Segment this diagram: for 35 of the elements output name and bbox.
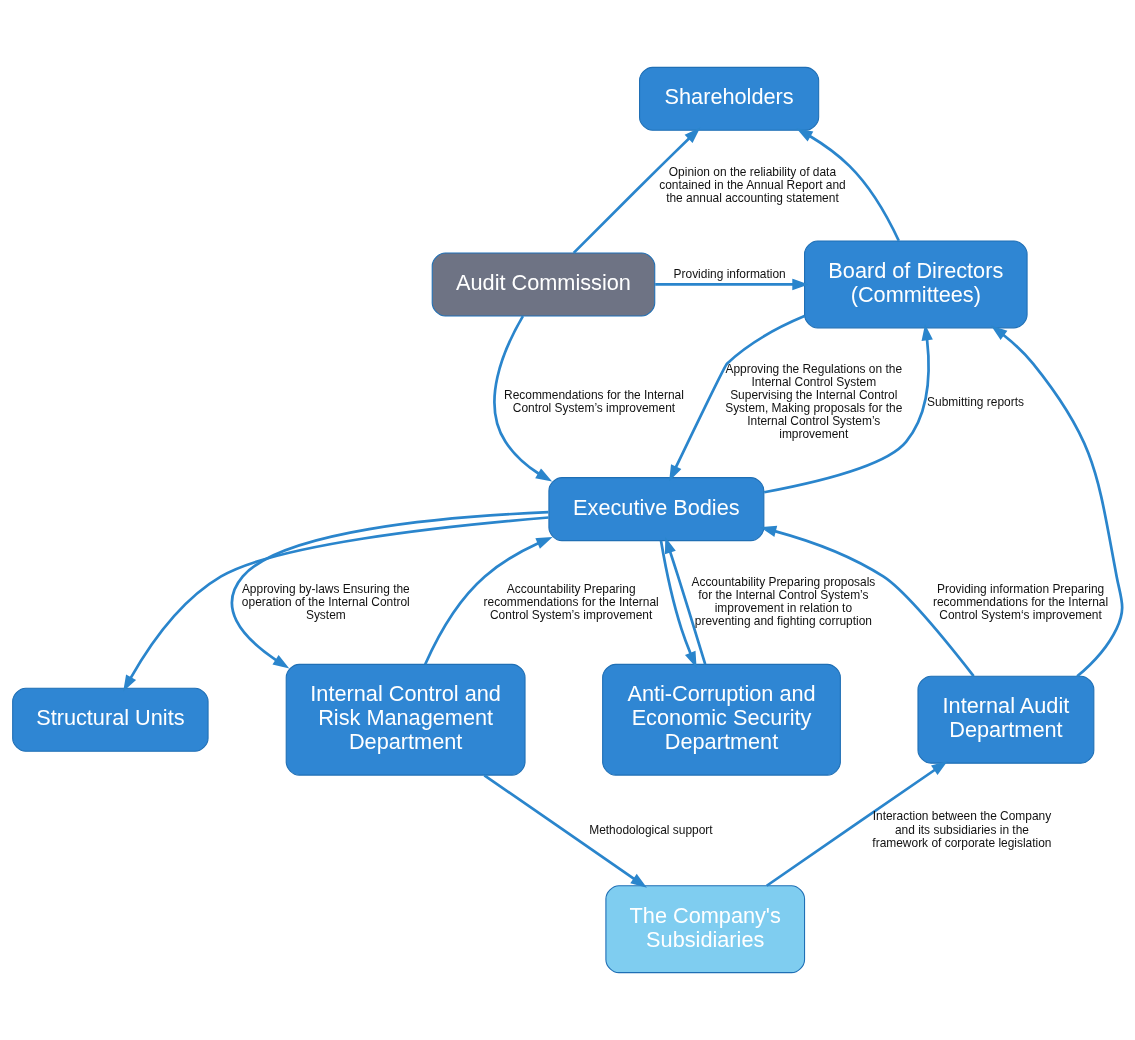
edge-label: Methodological support	[589, 822, 713, 837]
node-box: Shareholders	[639, 66, 820, 131]
edge-label: Recommendations for the Internal Control System’s improvement	[504, 388, 684, 416]
arrow	[424, 537, 553, 665]
edge-label: Approving the Regulations on the Internal Control System Supervising the Internal Control System, Making proposals for the Internal Control System’s improvement	[725, 362, 903, 442]
arrow	[760, 525, 975, 677]
node-box: The Company's Subsidiaries	[605, 885, 806, 974]
arrow	[123, 516, 549, 692]
edge-label: Accountability Preparing recommendations for the Internal Control System’s improvement	[483, 581, 659, 622]
node-box: Executive Bodies	[548, 477, 765, 542]
node-box: Internal Control and Risk Management Department	[285, 663, 526, 776]
arrow	[763, 324, 933, 494]
arrow	[572, 127, 701, 254]
edge-label: Interaction between the Company and its subsidiaries in the framework of corporate legislation	[872, 809, 1052, 850]
edge-label: Opinion on the reliability of data contained in the Annual Report and the annual accounting statement	[659, 164, 846, 205]
arrow	[659, 540, 697, 668]
arrow	[493, 315, 553, 482]
arrow	[230, 510, 549, 669]
node-box: Audit Commission	[431, 252, 656, 317]
arrow	[990, 325, 1124, 678]
edge-label: Accountability Preparing proposals for the Internal Control System’s improvement in relation to preventing and fighting corruption	[691, 575, 876, 629]
arrow	[765, 760, 948, 887]
node-box: Structural Units	[12, 687, 209, 752]
edge-label: Providing information Preparing recommendations for the Internal Control System‘s improvement	[932, 581, 1109, 622]
arrow	[796, 128, 900, 242]
edge-label: Submitting reports	[927, 394, 1024, 409]
node-box: Anti-Corruption and Economic Security Department	[602, 663, 841, 776]
node-box: Internal Audit Department	[917, 675, 1095, 764]
arrow	[655, 278, 809, 291]
edge-label: Providing information	[673, 266, 786, 281]
arrow	[669, 314, 806, 482]
arrow	[664, 536, 707, 665]
edge-label: Approving by-laws Ensuring the operation of the Internal Control System	[241, 581, 410, 622]
node-box: Board of Directors (Committees)	[804, 240, 1028, 329]
arrow	[483, 774, 647, 888]
